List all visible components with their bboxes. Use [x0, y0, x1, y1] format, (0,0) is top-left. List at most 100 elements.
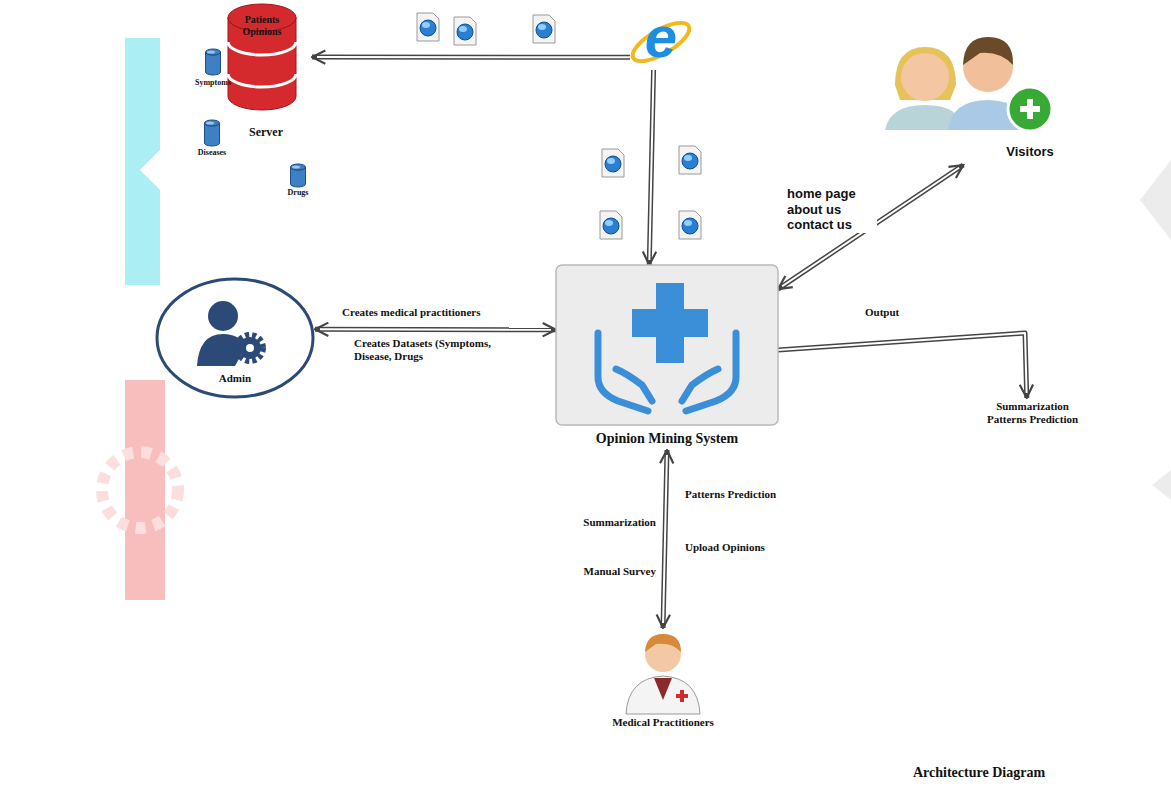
- connector-core: [663, 455, 667, 623]
- node-caption: Server: [220, 126, 312, 140]
- watermark: [102, 38, 1171, 600]
- gear: [239, 337, 261, 359]
- annotation-label: Summarization: [540, 516, 658, 529]
- watermark-mark: [1152, 470, 1171, 500]
- plus-badge: [1008, 87, 1052, 131]
- cylinder-top: [291, 164, 306, 170]
- cyl-node: Symptoms: [188, 45, 238, 91]
- annotation-label: Manual Survey: [540, 565, 658, 578]
- connector-core: [649, 70, 653, 260]
- web-page-icon: [417, 13, 439, 41]
- cyl-node: Drugs: [278, 160, 318, 200]
- double-line-arrow: [663, 450, 667, 628]
- cylinder-shine: [206, 122, 214, 125]
- connector-outline: [778, 333, 1027, 398]
- annotation-label: Upload Opinions: [683, 541, 817, 554]
- gear-hole: [246, 344, 254, 352]
- node-label: Summarization Patterns Prediction: [975, 400, 1090, 425]
- doctor-shirt: [654, 678, 672, 700]
- watermark-gear: [102, 452, 178, 528]
- watermark-mark: [1140, 160, 1171, 240]
- watermark-band: [125, 38, 160, 285]
- connector-outline: [649, 70, 653, 265]
- double-line-arrow: [778, 165, 963, 289]
- globe: [457, 24, 473, 40]
- page-sheet: [602, 149, 624, 177]
- globe: [682, 153, 698, 169]
- person-head: [208, 301, 238, 331]
- output-text-node: Summarization Patterns Prediction: [975, 398, 1090, 438]
- doctor-coat: [626, 676, 700, 714]
- connector-outline: [312, 55, 630, 60]
- double-line-arrow: [649, 70, 653, 265]
- double-line-arrow: [315, 329, 556, 331]
- node-label: Visitors: [998, 145, 1062, 160]
- admin-circle: [157, 279, 313, 397]
- edge-label: Creates medical practitioners: [340, 306, 544, 319]
- watermark-band: [125, 380, 165, 600]
- node-shape: [880, 25, 1065, 165]
- globe-shine: [422, 22, 430, 28]
- globe-shine: [459, 26, 467, 32]
- visitor-head: [901, 53, 949, 101]
- globe: [603, 218, 619, 234]
- page-sheet: [600, 211, 622, 239]
- connector-outline: [778, 165, 963, 289]
- node-label: e: [630, 8, 692, 66]
- node-label: Drugs: [278, 188, 318, 197]
- connector-core: [782, 168, 959, 286]
- cyl-node: Diseases: [187, 116, 237, 160]
- globe: [682, 218, 698, 234]
- connector-core: [778, 333, 1027, 393]
- connector-outline: [663, 450, 667, 628]
- web-page-icon: [454, 17, 476, 45]
- connector-core: [320, 328, 551, 330]
- ie-node: e: [630, 12, 692, 70]
- globe: [536, 22, 552, 38]
- annotation-label: Patterns Prediction: [683, 488, 817, 501]
- edge-label: home page about us contact us: [785, 186, 877, 233]
- node-label: Symptoms: [188, 78, 238, 87]
- node-label: Admin: [195, 372, 275, 385]
- annotation-label: Creates Datasets (Symptoms, Disease, Dru…: [352, 337, 521, 363]
- gear-teeth: [237, 335, 263, 361]
- globe-shine: [684, 220, 692, 226]
- web-page-icon: [602, 149, 624, 177]
- globe: [605, 156, 621, 172]
- globe: [420, 20, 436, 36]
- web-page-icon: [600, 211, 622, 239]
- globe-shine: [607, 158, 615, 164]
- node-label: Patients Opinions: [228, 14, 296, 37]
- double-line-arrow: [312, 57, 630, 58]
- system-node: Opinion Mining System: [556, 265, 778, 450]
- bigcyl-node: Patients OpinionsServer: [220, 2, 312, 147]
- page-sheet: [454, 17, 476, 45]
- node-label: Opinion Mining System: [556, 431, 778, 447]
- edge-label: Output: [863, 306, 927, 319]
- visitor-hair: [895, 47, 956, 100]
- globe-shine: [538, 24, 546, 30]
- page-sheet: [679, 211, 701, 239]
- visitors-node: Visitors: [880, 25, 1065, 165]
- cylinder-shine: [292, 166, 300, 169]
- node-label: Diseases: [187, 148, 237, 157]
- doctor-hair: [645, 634, 681, 652]
- node-label: Medical Practitioners: [598, 716, 728, 729]
- page-sheet: [417, 13, 439, 41]
- cylinder-band: [228, 42, 296, 55]
- node-shape: [556, 265, 778, 450]
- page-sheet: [679, 146, 701, 174]
- web-page-icon: [679, 146, 701, 174]
- cylinder-top: [206, 49, 221, 55]
- doctor-node: Medical Practitioners: [598, 628, 728, 732]
- connector-core: [317, 56, 630, 58]
- connector-outline: [315, 327, 556, 333]
- hand-left: [598, 333, 652, 411]
- diagram-caption: Architecture Diagram: [913, 765, 1045, 782]
- cylinder-band: [228, 74, 296, 87]
- web-page-icon: [679, 211, 701, 239]
- double-line-arrow: [778, 333, 1027, 398]
- medical-cross: [632, 283, 708, 363]
- globe-shine: [684, 155, 692, 161]
